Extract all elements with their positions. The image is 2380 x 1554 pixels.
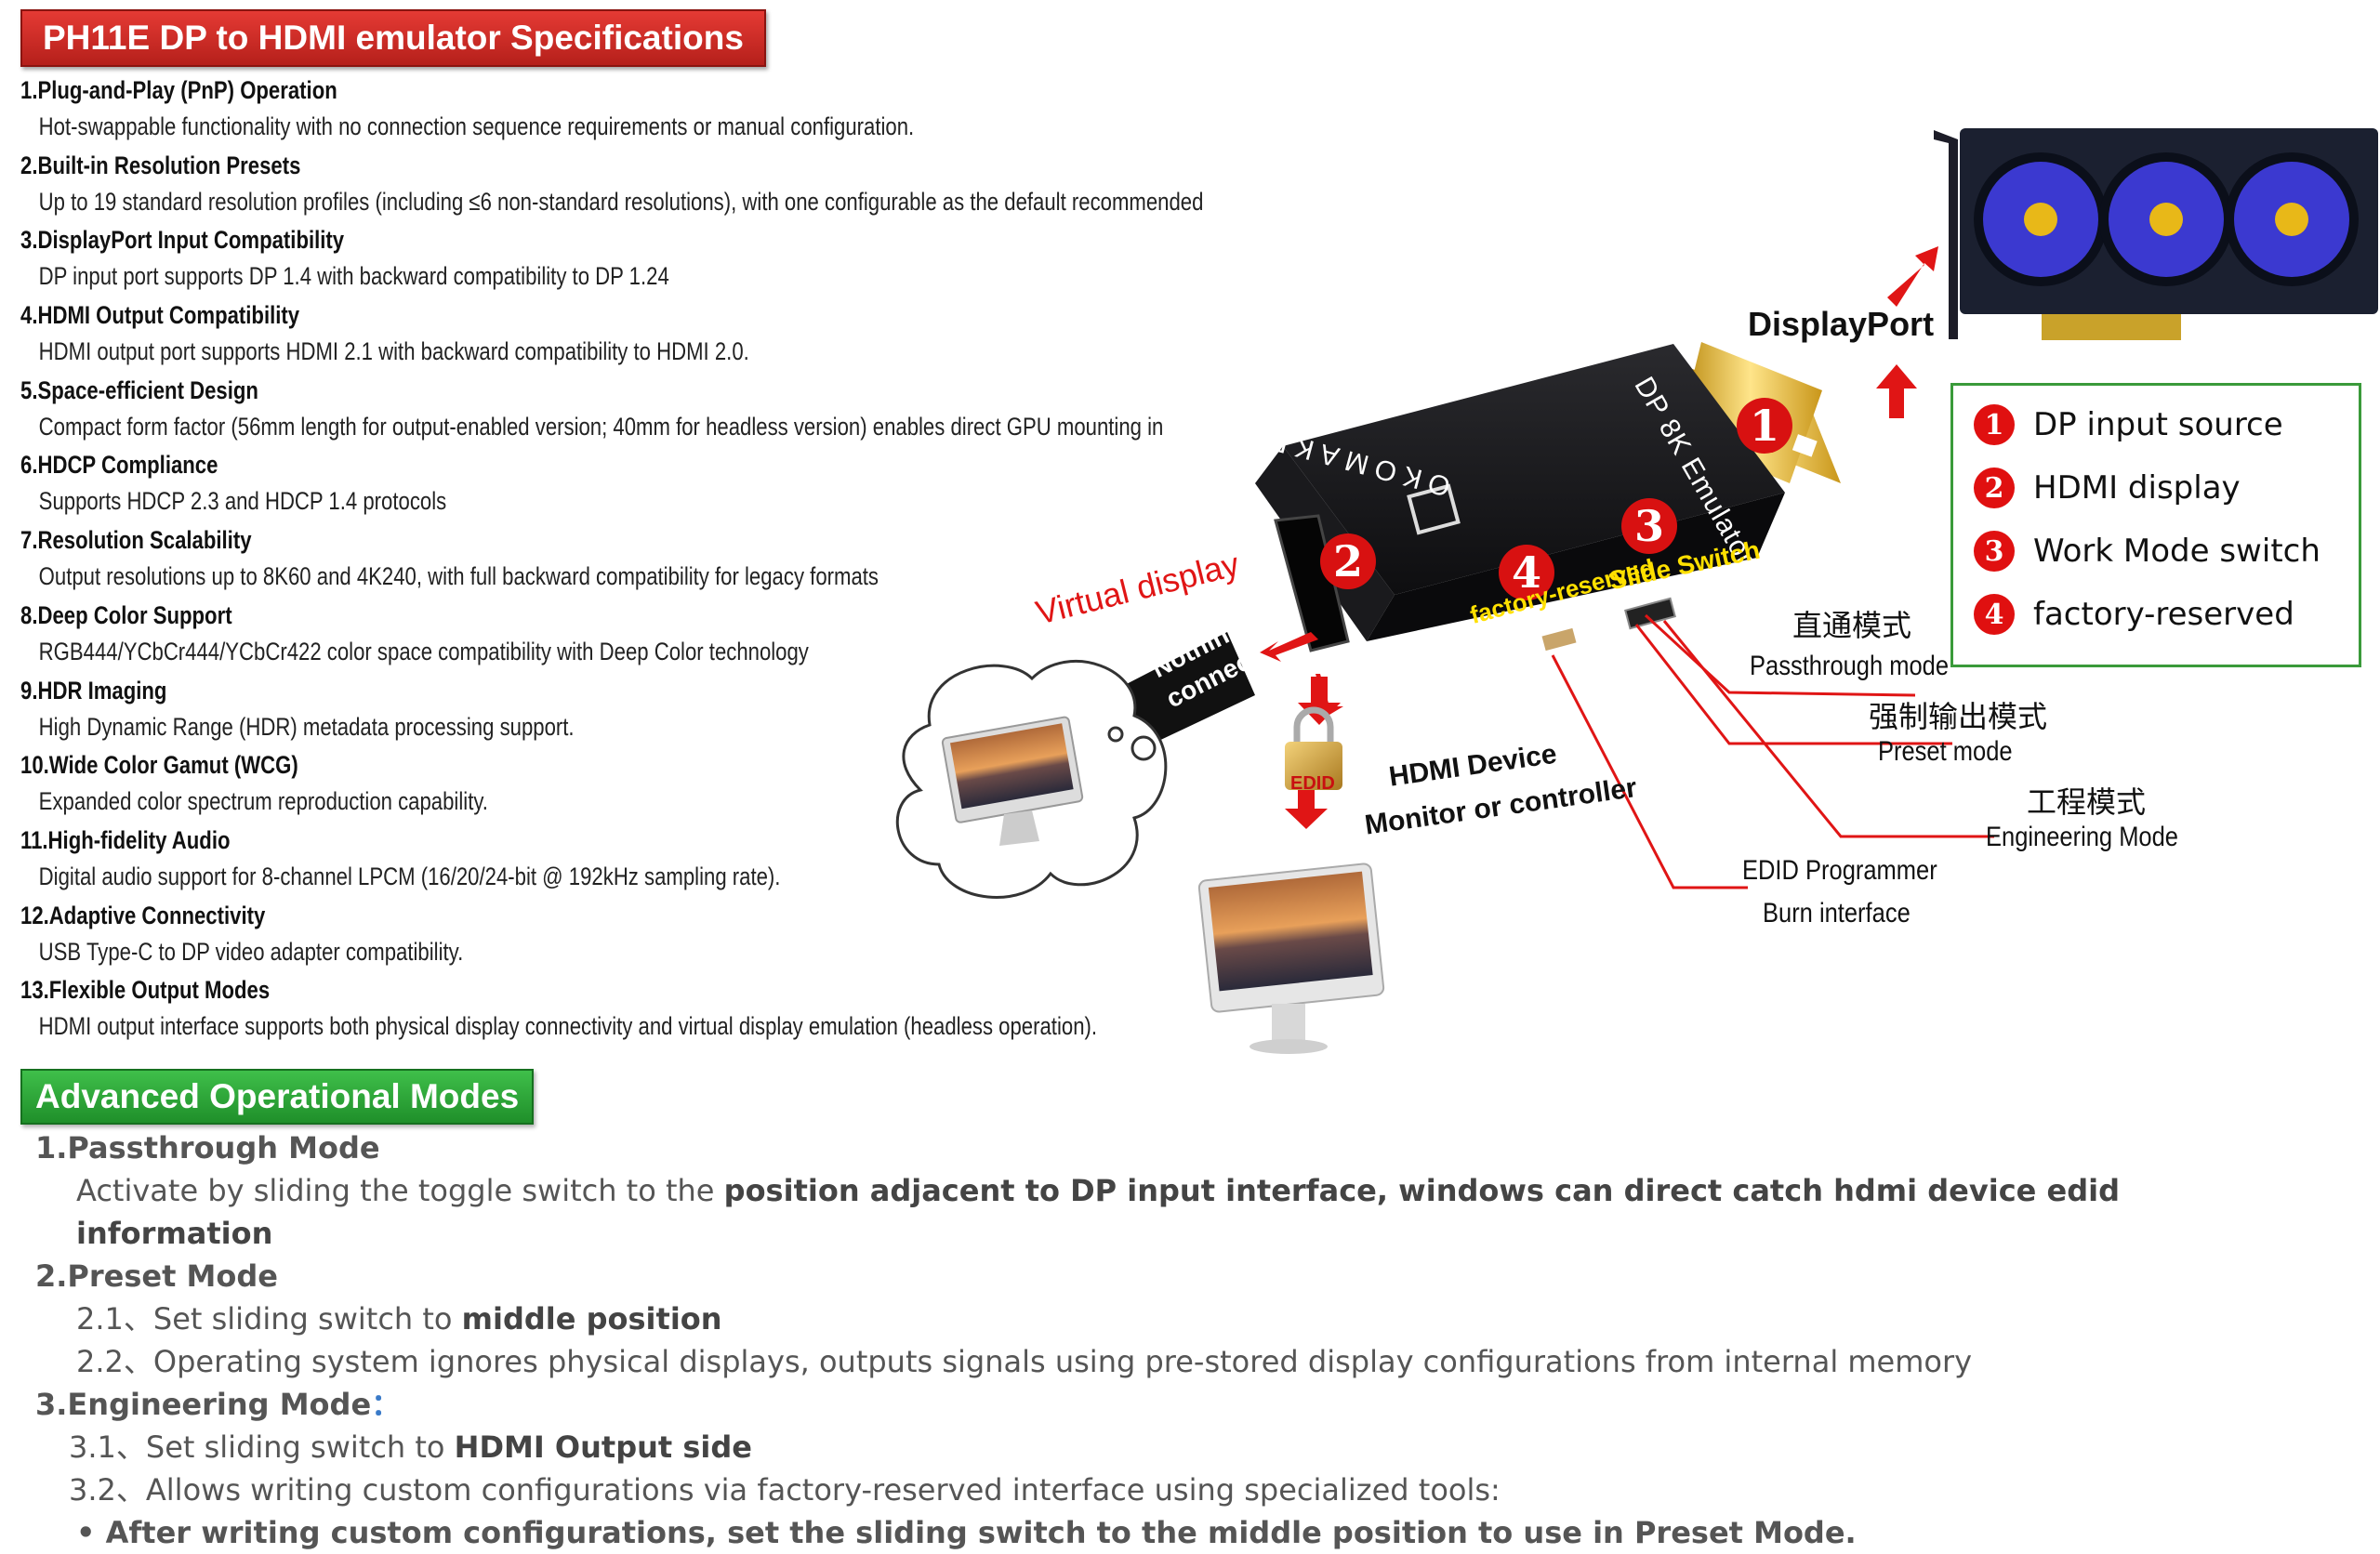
spec-heading: 9.HDR Imaging <box>20 676 167 705</box>
mode-heading: 2.Preset Mode <box>35 1258 278 1294</box>
spec-heading: 5.Space-efficient Design <box>20 375 258 404</box>
brand-logo-icon <box>1407 483 1461 535</box>
legend-item: 4 factory-reserved <box>1974 594 2294 635</box>
legend-item: 1 DP input source <box>1974 404 2283 445</box>
spec-description: DP input port supports DP 1.4 with backw… <box>38 262 669 291</box>
spec-description: Up to 19 standard resolution profiles (i… <box>38 187 1204 216</box>
passthrough-en-label: Passthrough mode <box>1750 651 1950 681</box>
arrow-icon <box>1876 246 1938 418</box>
number-badge: 3 <box>1974 531 2015 572</box>
fan-icon <box>2099 152 2233 286</box>
product-diagram <box>895 128 2378 1054</box>
mode-heading: 1.Passthrough Mode <box>35 1130 380 1166</box>
passthrough-cn-label: 直通模式 <box>1792 609 1912 642</box>
legend-label: HDMI display <box>2033 469 2241 507</box>
spec-heading: 8.Deep Color Support <box>20 600 232 629</box>
page-title: PH11E DP to HDMI emulator Specifications <box>20 9 766 67</box>
spec-description: HDMI output interface supports both phys… <box>38 1012 1098 1041</box>
spec-heading: 10.Wide Color Gamut (WCG) <box>20 751 298 780</box>
monitor-icon <box>1197 863 1385 1054</box>
modes-title: Advanced Operational Modes <box>20 1069 535 1125</box>
spec-heading: 6.HDCP Compliance <box>20 451 218 480</box>
nothing-connect-tag <box>1116 632 1255 744</box>
lock-icon <box>1285 706 1342 790</box>
spec-description: HDMI output port supports HDMI 2.1 with … <box>38 337 749 366</box>
engineering-cn-label: 工程模式 <box>2027 785 2147 819</box>
spec-description: Digital audio support for 8-channel LPCM… <box>38 862 781 890</box>
mode-step: 3.1、Set sliding switch to HDMI Output si… <box>69 1429 752 1465</box>
spec-item: 10.Wide Color Gamut (WCG) Expanded color … <box>20 747 1303 823</box>
spec-heading: 4.HDMI Output Compatibility <box>20 301 300 330</box>
displayport-label: DisplayPort <box>1748 305 1935 343</box>
virtual-display-cloud <box>895 660 1168 899</box>
burn-interface-label: Burn interface <box>1763 898 1911 928</box>
spec-description: Output resolutions up to 8K60 and 4K240,… <box>38 562 879 591</box>
spec-description: Expanded color spectrum reproduction cap… <box>38 787 488 816</box>
spec-description: USB Type-C to DP video adapter compatibi… <box>38 937 464 966</box>
edid-programmer-label: EDID Programmer <box>1742 855 1937 886</box>
callout-2: 2 <box>1320 533 1376 589</box>
spec-item: 3.DisplayPort Input Compatibility DP inpu… <box>20 222 1303 297</box>
legend-label: factory-reserved <box>2033 596 2294 633</box>
spec-description: Hot-swappable functionality with no conn… <box>38 112 915 140</box>
monitor-icon <box>941 716 1084 846</box>
emulator-device <box>1255 342 1841 652</box>
mode-step: 2.2、Operating system ignores physical di… <box>76 1344 1973 1379</box>
spec-heading: 11.High-fidelity Audio <box>20 825 231 854</box>
spec-description: Supports HDCP 2.3 and HDCP 1.4 protocols <box>38 487 447 516</box>
callout-3: 3 <box>1621 498 1677 554</box>
spec-description: High Dynamic Range (HDR) metadata proces… <box>38 712 575 741</box>
mode-step: 2.1、Set sliding switch to middle positio… <box>76 1301 722 1337</box>
spec-heading: 3.DisplayPort Input Compatibility <box>20 226 345 255</box>
legend-item: 2 HDMI display <box>1974 468 2241 508</box>
legend-box: 1 DP input source 2 HDMI display 3 Work Mod… <box>1950 383 2361 667</box>
mode-bullet: • After writing custom configurations, s… <box>76 1515 1857 1550</box>
number-badge: 1 <box>1974 404 2015 445</box>
callout-4: 4 <box>1499 545 1554 600</box>
mode-heading: 3.Engineering Mode： <box>35 1387 402 1422</box>
mode-step: 3.2、Allows writing custom configurations… <box>69 1472 1501 1508</box>
fan-icon <box>1974 152 2108 286</box>
preset-en-label: Preset mode <box>1878 736 2013 767</box>
spec-description: Compact form factor (56mm length for out… <box>38 412 1164 441</box>
preset-cn-label: 强制输出模式 <box>1869 700 2048 733</box>
legend-item: 3 Work Mode switch <box>1974 531 2320 572</box>
mode-text: Activate by sliding the toggle switch to… <box>76 1173 2120 1251</box>
edid-lock-label: EDID <box>1290 773 1335 794</box>
spec-heading: 1.Plug-and-Play (PnP) Operation <box>20 76 337 104</box>
legend-label: DP input source <box>2033 406 2283 443</box>
spec-item: 2.Built-in Resolution Presets Up to 19 st… <box>20 148 1303 223</box>
gpu-card-icon <box>1934 128 2378 340</box>
number-badge: 4 <box>1974 594 2015 635</box>
spec-heading: 7.Resolution Scalability <box>20 526 252 555</box>
number-badge: 2 <box>1974 468 2015 508</box>
spec-heading: 13.Flexible Output Modes <box>20 976 271 1005</box>
callout-lines <box>1551 613 1994 889</box>
engineering-en-label: Engineering Mode <box>1986 822 2178 852</box>
fan-icon <box>2225 152 2359 286</box>
callout-1: 1 <box>1737 398 1792 454</box>
legend-label: Work Mode switch <box>2033 533 2320 570</box>
spec-heading: 2.Built-in Resolution Presets <box>20 151 301 179</box>
modes-section: 1.Passthrough Mode Activate by sliding t… <box>35 1126 2267 1554</box>
spec-description: RGB444/YCbCr444/YCbCr422 color space com… <box>38 637 809 665</box>
spec-heading: 12.Adaptive Connectivity <box>20 901 266 929</box>
